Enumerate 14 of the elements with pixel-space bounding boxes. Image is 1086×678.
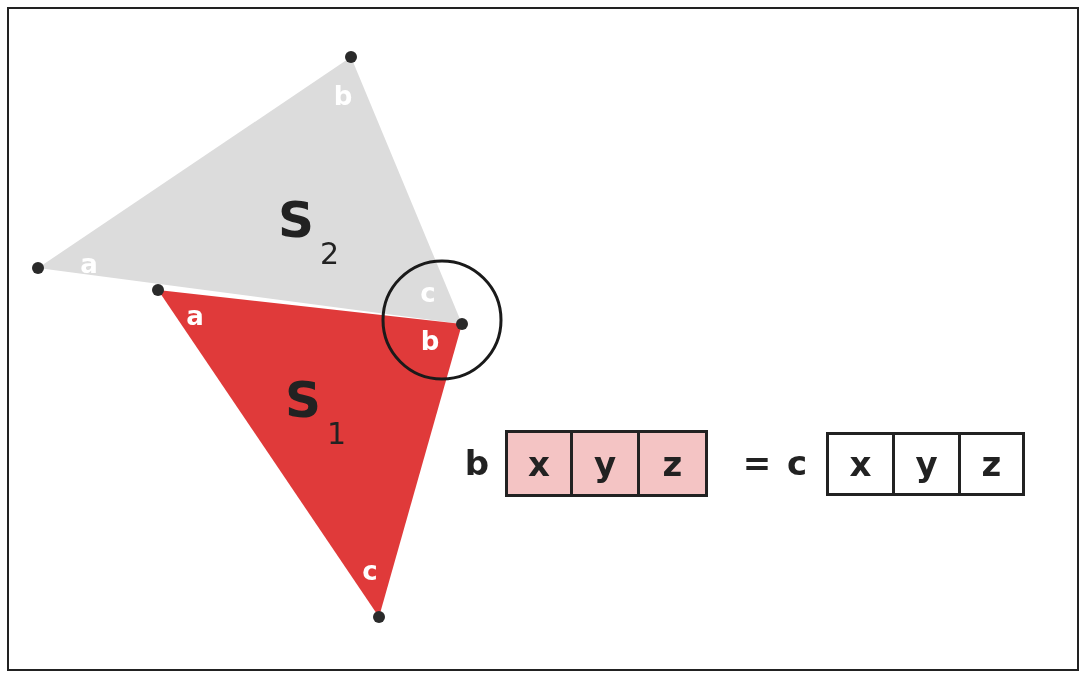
- vertex-label: b: [464, 446, 490, 480]
- table-cell: y: [570, 430, 640, 497]
- vertex-label: c: [362, 558, 378, 584]
- triangle-name: S$_{1}$: [285, 375, 347, 449]
- vertex-label: a: [186, 303, 204, 329]
- vertex-label: c: [786, 446, 808, 480]
- table-cell: x: [505, 430, 573, 497]
- table-cell: z: [958, 432, 1025, 496]
- vertex-label: b: [420, 328, 440, 354]
- equals-sign: =: [742, 446, 772, 480]
- triangle-name: S$_{2}$: [278, 195, 340, 269]
- table-cell: z: [637, 430, 708, 497]
- table-cell: y: [892, 432, 961, 496]
- table-cell: x: [826, 432, 895, 496]
